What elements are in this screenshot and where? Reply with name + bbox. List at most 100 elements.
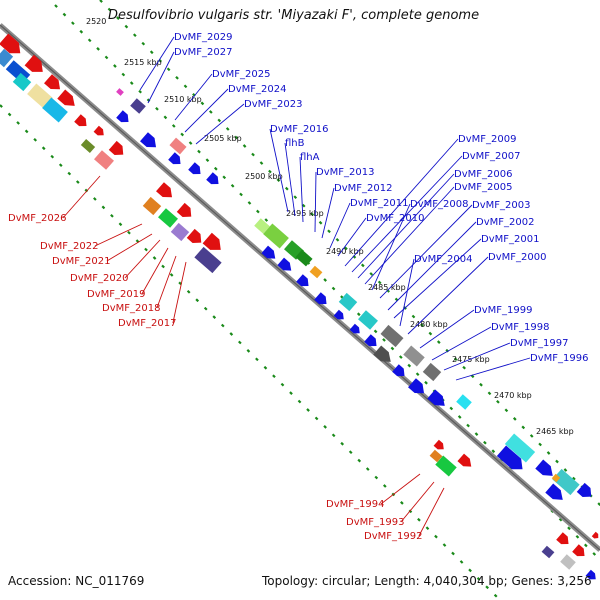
backbone-core <box>0 24 600 551</box>
reverse-leader-line <box>380 473 421 505</box>
gene-arrow-1 <box>24 54 43 72</box>
gene-arrow-62 <box>457 453 472 467</box>
gene-arrow-65 <box>572 544 585 557</box>
reverse-leader-line <box>156 255 177 309</box>
forward-gene-label: DvMF_2016 <box>270 124 328 135</box>
reverse-leader-line <box>62 175 101 219</box>
gene-arrow-21 <box>206 172 219 185</box>
forward-gene-label: flhB <box>285 138 305 149</box>
kbp-tick-label: 2515 kbp <box>124 58 162 67</box>
forward-leader-line <box>329 202 351 249</box>
gene-arrow-45 <box>373 345 391 362</box>
genome-summary-text: Topology: circular; Length: 4,040,304 bp… <box>262 574 592 588</box>
gene-block-46 <box>403 345 425 367</box>
forward-gene-label: DvMF_2006 <box>454 169 512 180</box>
forward-leader-line <box>407 256 489 335</box>
gene-arrow-53 <box>496 445 523 470</box>
forward-leader-line <box>139 36 175 91</box>
gene-arrow-25 <box>176 202 192 217</box>
kbp-tick-label: 2505 kbp <box>204 134 242 143</box>
gene-block-23 <box>142 196 162 216</box>
reverse-leader-line <box>418 487 445 537</box>
gene-arrow-28 <box>202 232 221 250</box>
forward-gene-label: DvMF_2001 <box>481 234 539 245</box>
forward-gene-label: DvMF_2027 <box>174 47 232 58</box>
forward-gene-label: DvMF_2008 <box>410 199 468 210</box>
gene-block-34 <box>309 265 323 279</box>
gene-arrow-16 <box>116 110 129 123</box>
forward-gene-label: DvMF_2025 <box>212 69 270 80</box>
forward-leader-line <box>371 203 411 291</box>
dashed-track-2 <box>99 0 600 507</box>
gene-block-18 <box>169 137 187 155</box>
kbp-tick-label: 2500 kbp <box>245 172 283 181</box>
gene-arrow-54 <box>535 459 553 476</box>
reverse-gene-label: DvMF_2026 <box>8 213 66 224</box>
gene-block-51 <box>456 394 472 410</box>
gene-block-6 <box>42 97 68 123</box>
gene-arrow-8 <box>44 74 61 90</box>
gene-block-57 <box>551 473 561 483</box>
forward-leader-line <box>284 142 296 217</box>
label-leaders <box>62 36 531 537</box>
forward-leader-line <box>269 128 289 213</box>
gene-block-52 <box>504 433 536 463</box>
forward-leader-line <box>344 138 459 267</box>
forward-leader-line <box>455 357 531 381</box>
forward-leader-line <box>393 238 482 319</box>
forward-leader-line <box>379 204 473 299</box>
forward-leader-line <box>174 73 213 121</box>
forward-leader-line <box>321 187 335 239</box>
gene-arrow-67 <box>585 569 596 580</box>
forward-leader-line <box>364 186 455 285</box>
kbp-tick-label: 2485 kbp <box>368 283 406 292</box>
gene-block-3 <box>0 48 14 68</box>
forward-leader-line <box>314 171 317 233</box>
kbp-tick-label: 2470 kbp <box>494 391 532 400</box>
forward-gene-label: DvMF_2029 <box>174 32 232 43</box>
reverse-gene-label: DvMF_2022 <box>40 241 98 252</box>
reverse-gene-label: DvMF_2020 <box>70 273 128 284</box>
forward-gene-label: DvMF_2023 <box>244 99 302 110</box>
gene-block-30 <box>254 218 270 234</box>
gene-block-63 <box>541 545 555 559</box>
map-title: Desulfovibrio vulgaris str. 'Miyazaki F'… <box>108 8 480 23</box>
gene-arrow-20 <box>188 162 201 175</box>
gene-block-47 <box>422 362 442 382</box>
forward-gene-label: DvMF_2010 <box>366 213 424 224</box>
gene-block-5 <box>27 83 53 109</box>
reverse-gene-label: DvMF_2019 <box>87 289 145 300</box>
gene-arrow-56 <box>545 483 563 500</box>
forward-leader-line <box>357 173 455 279</box>
forward-leader-line <box>299 156 304 223</box>
gene-arrow-48 <box>392 364 405 377</box>
forward-leader-line <box>443 342 511 371</box>
reverse-leader-line <box>141 247 169 295</box>
gene-block-26 <box>170 222 190 242</box>
gene-block-33 <box>295 249 313 267</box>
reverse-gene-label: DvMF_1993 <box>346 517 404 528</box>
gene-arrow-49 <box>408 378 425 394</box>
gene-arrow-36 <box>277 257 292 271</box>
kbp-tick-label: 2465 kbp <box>536 427 574 436</box>
gene-arrow-68 <box>591 531 599 539</box>
reverse-leader-line <box>106 233 153 262</box>
gene-block-12 <box>94 150 114 170</box>
reverse-leader-line <box>172 261 187 324</box>
gene-arrow-37 <box>296 274 309 287</box>
forward-gene-label: DvMF_2009 <box>458 134 516 145</box>
forward-gene-label: DvMF_2005 <box>454 182 512 193</box>
gene-arrow-17 <box>140 132 157 148</box>
forward-gene-label: DvMF_2011 <box>350 198 408 209</box>
forward-gene-label: DvMF_2003 <box>472 200 530 211</box>
gene-block-60 <box>429 449 443 463</box>
gene-block-55 <box>552 468 580 496</box>
genome-backbone <box>0 23 600 552</box>
gene-features <box>0 33 599 580</box>
kbp-tick-label: 2490 kbp <box>326 247 364 256</box>
gene-arrow-64 <box>556 532 569 545</box>
forward-gene-label: DvMF_2012 <box>334 183 392 194</box>
